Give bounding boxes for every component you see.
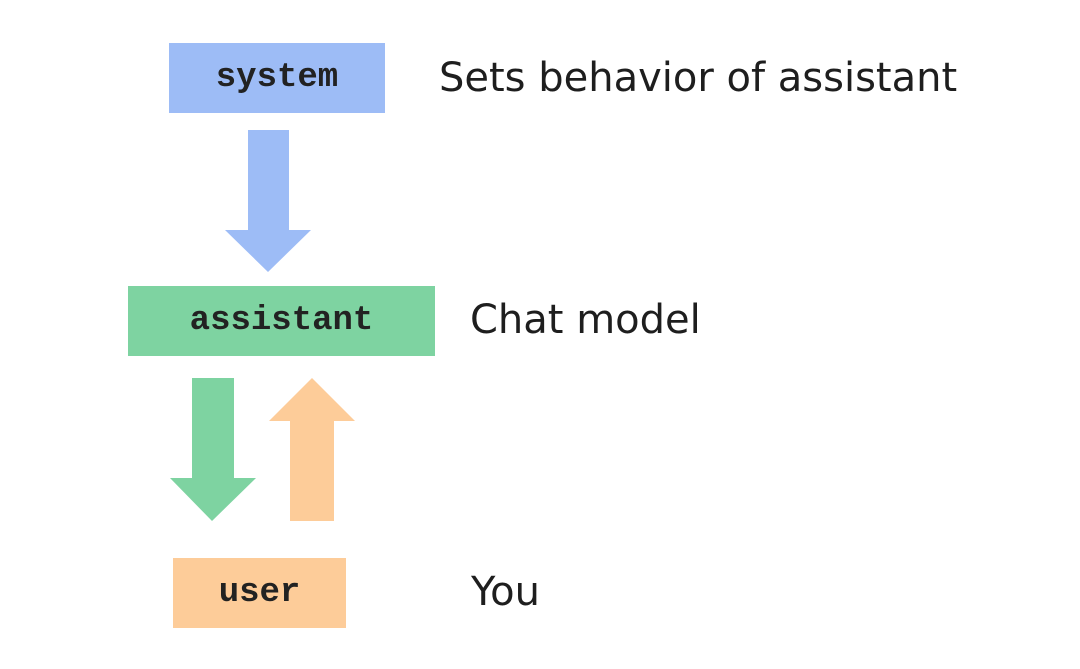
arrow-system-to-assistant [225,130,311,272]
system-role-description: Sets behavior of assistant [439,55,958,101]
assistant-role-box: assistant [128,286,435,356]
system-role-box: system [169,43,385,113]
assistant-role-description: Chat model [470,297,701,343]
user-role-description: You [471,569,540,615]
user-role-label: user [218,574,301,612]
arrow-assistant-to-user [170,378,256,521]
assistant-role-label: assistant [189,302,374,340]
system-role-label: system [215,59,339,97]
user-role-box: user [173,558,346,628]
arrow-user-to-assistant [269,378,355,521]
